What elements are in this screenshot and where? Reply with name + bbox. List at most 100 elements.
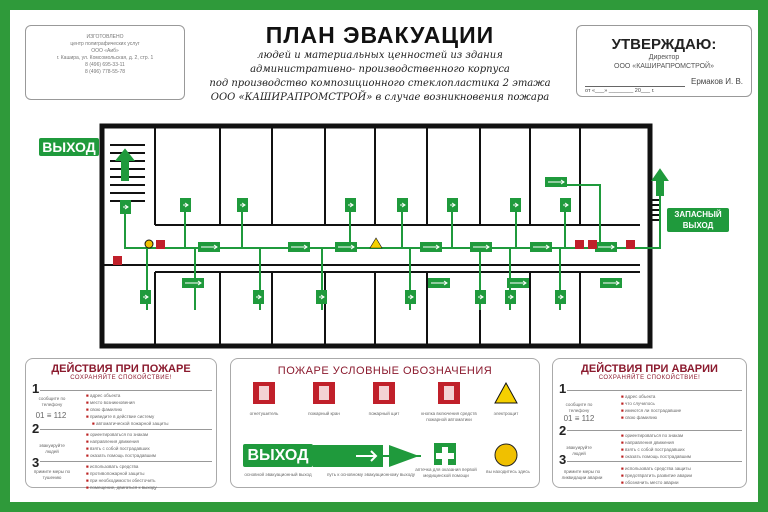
direction-sign: [560, 198, 571, 212]
exit-spare-line: ЗАПАСНЫЙ: [674, 210, 722, 219]
arrow-right-icon: [356, 450, 378, 462]
fire-extinguisher-icon: [156, 240, 165, 249]
exit-sign-main: ВЫХОД: [39, 138, 99, 156]
list-item: адрес объекта: [621, 393, 681, 400]
arrow-icon: [348, 202, 354, 208]
divider: [40, 461, 212, 462]
icon-glyph: [379, 386, 389, 400]
page-title: ПЛАН ЭВАКУАЦИИ: [265, 22, 495, 48]
arrow-icon: [508, 294, 514, 300]
fire-actions-panel: ДЕЙСТВИЯ ПРИ ПОЖАРЕ СОХРАНЯЙТЕ СПОКОЙСТВ…: [25, 358, 217, 491]
list-item: направления движения: [621, 439, 691, 446]
approval-box: УТВЕРЖДАЮ: Директор ООО «КАШИРАПРОМСТРОЙ…: [576, 25, 752, 97]
route-line: [555, 184, 601, 248]
phone-label: сообщите по телефону: [565, 402, 593, 413]
legend-label: пожарный щит: [368, 411, 400, 416]
arrow-icon: [510, 280, 527, 286]
step-number: 3: [32, 455, 40, 470]
direction-sign: [507, 278, 529, 288]
divider: [567, 461, 742, 462]
list-item: использовать средства защиты: [621, 465, 692, 472]
list-item: предотвратить развитие аварии: [621, 472, 692, 479]
step-number: 2: [32, 421, 40, 436]
list-item: что случилось: [621, 400, 681, 407]
icon-glyph: [319, 386, 329, 400]
arrow-icon: [201, 244, 218, 250]
step-number: 3: [559, 452, 567, 467]
subtitle-line: ООО «КАШИРАПРОМСТРОЙ» в случае возникнов…: [210, 92, 550, 103]
list-item: при необходимости обесточить: [86, 477, 157, 484]
step-number: 1: [32, 381, 40, 396]
exit-arrow-icon: [651, 168, 669, 196]
direction-sign: [182, 278, 204, 288]
list-item: свою фамилию: [86, 406, 168, 413]
you-are-here-icon: [144, 239, 154, 249]
arrow-icon: [513, 202, 519, 208]
step2-label: эвакуируйте людей: [39, 443, 65, 454]
approve-heading: УТВЕРЖДАЮ:: [611, 36, 717, 53]
direction-sign: [595, 242, 617, 252]
direction-sign: [345, 198, 356, 212]
list-item: адрес объекта: [86, 392, 168, 399]
direction-sign: [198, 242, 220, 252]
maker-line: 8 (496) 695-33-11: [85, 62, 125, 68]
arrow-triangle-icon: [389, 445, 419, 467]
exit-arrow-icon: [114, 148, 136, 181]
arrow-icon: [185, 280, 202, 286]
arrow-icon: [598, 244, 615, 250]
arrow-icon: [123, 204, 129, 210]
arrow-icon: [408, 294, 414, 300]
divider: [40, 429, 212, 430]
divider: [567, 430, 742, 431]
direction-sign: [420, 242, 442, 252]
step-number: 1: [559, 381, 567, 396]
list-item: взять с собой пострадавших: [86, 445, 156, 452]
icon-glyph: [444, 386, 454, 400]
legend-title: ПОЖАРЕ УСЛОВНЫЕ ОБОЗНАЧЕНИЯ: [277, 365, 493, 377]
step2-label: эвакуируйте людей: [566, 445, 592, 456]
approve-org: ООО «КАШИРАПРОМСТРОЙ»: [614, 63, 714, 70]
direction-sign: [447, 198, 458, 212]
direction-sign: [555, 290, 566, 304]
maker-line: 8 (496) 778-55-78: [84, 69, 126, 75]
list-item: ориентироваться по знакам: [621, 432, 691, 439]
phone-label: сообщите по телефону: [38, 396, 66, 407]
legend-label: пожарный кран: [308, 411, 340, 416]
maker-info-box: ИЗГОТОВЛЕНО центр полиграфических услуг …: [25, 25, 185, 100]
fire-calm: СОХРАНЯЙТЕ СПОКОЙСТВИЕ!: [70, 375, 172, 381]
legend-label: аптечка для оказания первой медицинской …: [415, 467, 477, 478]
exit-direction-sign: [313, 445, 383, 467]
arrow-icon: [183, 202, 189, 208]
divider: [40, 390, 212, 391]
arrow-icon: [240, 202, 246, 208]
accident-step2-list: ориентироваться по знакамнаправления дви…: [621, 432, 691, 460]
icon-glyph: [259, 386, 269, 400]
arrow-icon: [338, 244, 355, 250]
arrow-icon: [400, 202, 406, 208]
accident-calm: СОХРАНЯЙТЕ СПОКОЙСТВИЕ!: [598, 375, 701, 381]
direction-sign: [530, 242, 552, 252]
phone-number: 01 ≡ 112: [35, 411, 67, 420]
legend-label: путь к основному эвакуационному выходу: [326, 472, 415, 477]
list-item: обозначить место аварии: [621, 479, 692, 486]
arrow-icon: [548, 179, 565, 185]
title-block: ПЛАН ЭВАКУАЦИИ людей и материальных ценн…: [190, 22, 570, 105]
legend-label: электрощит: [493, 411, 519, 416]
approve-name: Ермаков И. В.: [691, 77, 743, 86]
step-number: 2: [559, 423, 567, 438]
subtitle-line: административно- производственного корпу…: [250, 64, 510, 75]
list-item: использовать средства: [86, 463, 157, 470]
accident-actions-title: ДЕЙСТВИЯ ПРИ АВАРИИ: [581, 363, 718, 375]
fire-step3-list: использовать средствапротивопожарной защ…: [86, 463, 157, 491]
evacuation-plan-sheet: ИЗГОТОВЛЕНО центр полиграфических услуг …: [10, 10, 758, 502]
list-item: противопожарной защиты: [86, 470, 157, 477]
arrow-icon: [450, 202, 456, 208]
arrow-icon: [319, 294, 325, 300]
direction-sign: [405, 290, 416, 304]
list-item: свою фамилию: [621, 414, 681, 421]
fire-alarm-button-icon: [626, 240, 635, 249]
direction-sign: [288, 242, 310, 252]
list-item: место возникновения: [86, 399, 168, 406]
arrow-icon: [603, 280, 620, 286]
arrow-icon: [558, 294, 564, 300]
